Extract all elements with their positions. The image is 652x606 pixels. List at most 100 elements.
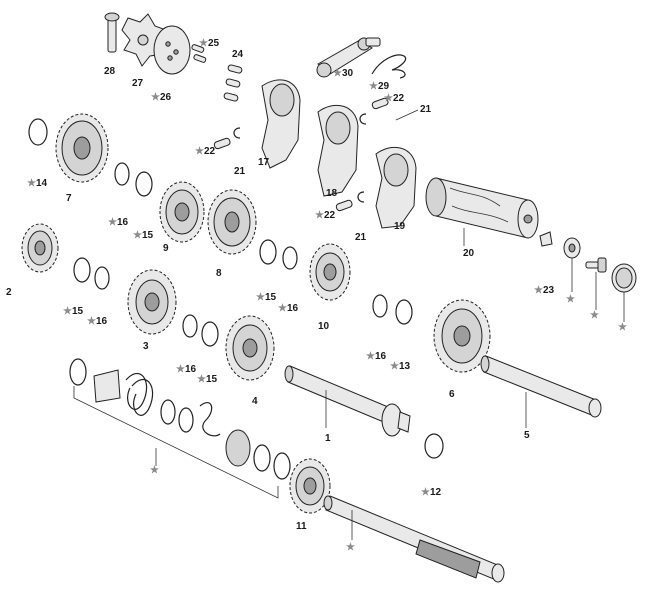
pin-22-c bbox=[335, 199, 353, 212]
label-23: ★23 bbox=[534, 285, 555, 296]
label-22-c: ★22 bbox=[315, 210, 336, 221]
label-14: ★14 bbox=[27, 178, 48, 189]
label-15-d: ★15 bbox=[197, 374, 218, 385]
star-icon: ★ bbox=[87, 316, 96, 327]
label-8: 8 bbox=[216, 268, 222, 279]
label-9: 9 bbox=[163, 243, 169, 254]
gear-7 bbox=[55, 113, 109, 183]
star-icon: ★ bbox=[195, 146, 204, 157]
circlip-16-d bbox=[182, 314, 198, 338]
label-30: ★30 bbox=[333, 68, 354, 79]
label-3: 3 bbox=[143, 341, 149, 352]
label-4: 4 bbox=[252, 396, 258, 407]
star-icon: ★ bbox=[333, 68, 342, 79]
clip-21-a bbox=[233, 127, 241, 139]
star-icon: ★ bbox=[534, 285, 543, 296]
label-15-b: ★15 bbox=[63, 306, 84, 317]
label-16-b: ★16 bbox=[87, 316, 108, 327]
star-icon: ★ bbox=[390, 361, 399, 372]
screw-28 bbox=[104, 12, 120, 53]
mainshaft-1 bbox=[284, 365, 411, 437]
cap-star bbox=[611, 263, 637, 293]
pins-25 bbox=[191, 44, 207, 63]
pins-24 bbox=[223, 64, 243, 102]
washer-23 bbox=[539, 231, 553, 247]
washer-15-b bbox=[73, 257, 91, 283]
bolt-star bbox=[585, 257, 607, 273]
washer-15-c bbox=[259, 239, 277, 265]
gear-11 bbox=[289, 458, 331, 514]
label-12: ★12 bbox=[421, 487, 442, 498]
label-5: 5 bbox=[524, 430, 530, 441]
star-bolt: ★ bbox=[590, 310, 599, 321]
label-25: ★25 bbox=[199, 38, 220, 49]
washer-15-a bbox=[135, 171, 153, 197]
label-16-e: ★16 bbox=[366, 351, 387, 362]
star-washer: ★ bbox=[566, 294, 575, 305]
washer-15-d bbox=[201, 321, 219, 347]
circlip-16-c bbox=[282, 246, 298, 270]
shift-drum-20 bbox=[425, 177, 539, 239]
gear-3 bbox=[127, 269, 177, 335]
shift-fork-17 bbox=[261, 79, 301, 169]
gear-8 bbox=[207, 189, 257, 255]
label-20: 20 bbox=[463, 248, 475, 259]
spring-29 bbox=[371, 54, 407, 79]
label-22-b: ★22 bbox=[384, 93, 405, 104]
label-27: 27 bbox=[132, 78, 144, 89]
star-icon: ★ bbox=[199, 38, 208, 49]
label-2: 2 bbox=[6, 287, 12, 298]
star-icon: ★ bbox=[369, 81, 378, 92]
star-icon: ★ bbox=[176, 364, 185, 375]
shift-fork-18 bbox=[317, 104, 359, 197]
pin-22-b bbox=[371, 97, 389, 110]
circlip-16-b bbox=[94, 266, 110, 290]
star-icon: ★ bbox=[315, 210, 324, 221]
label-13: ★13 bbox=[390, 361, 411, 372]
star-icon: ★ bbox=[421, 487, 430, 498]
label-21-a: 21 bbox=[234, 166, 246, 177]
label-18: 18 bbox=[326, 188, 338, 199]
circlip-16-a bbox=[114, 162, 130, 186]
star-icon: ★ bbox=[197, 374, 206, 385]
disc-26 bbox=[153, 25, 191, 75]
star-icon: ★ bbox=[133, 230, 142, 241]
label-29: ★29 bbox=[369, 81, 390, 92]
label-28: 28 bbox=[104, 66, 116, 77]
label-17: 17 bbox=[258, 157, 270, 168]
label-1: 1 bbox=[325, 433, 331, 444]
label-15-c: ★15 bbox=[256, 292, 277, 303]
star-icon: ★ bbox=[366, 351, 375, 362]
star-icon: ★ bbox=[27, 178, 36, 189]
clip-21-c bbox=[357, 191, 365, 203]
washer-star-a bbox=[563, 237, 581, 259]
kickstart-parts-group bbox=[69, 358, 291, 499]
pin-22-a bbox=[213, 137, 231, 150]
star-kickstart-group: ★ bbox=[150, 465, 159, 476]
countershaft-5 bbox=[480, 355, 602, 418]
label-22-a: ★22 bbox=[195, 146, 216, 157]
star-icon: ★ bbox=[384, 93, 393, 104]
gear-4 bbox=[225, 315, 275, 381]
circlip-16-e bbox=[372, 294, 388, 318]
star-icon: ★ bbox=[63, 306, 72, 317]
label-16-a: ★16 bbox=[108, 217, 129, 228]
label-16-d: ★16 bbox=[176, 364, 197, 375]
label-7: 7 bbox=[66, 193, 72, 204]
washer-13 bbox=[395, 299, 413, 325]
label-21-b: 21 bbox=[420, 104, 432, 115]
selector-lever-30 bbox=[316, 37, 381, 78]
star-kickstart-shaft: ★ bbox=[346, 542, 355, 553]
label-16-c: ★16 bbox=[278, 303, 299, 314]
shift-fork-19 bbox=[375, 146, 417, 229]
washer-14 bbox=[28, 118, 48, 146]
label-26: ★26 bbox=[151, 92, 172, 103]
gear-10 bbox=[309, 243, 351, 301]
label-15-a: ★15 bbox=[133, 230, 154, 241]
label-6: 6 bbox=[449, 389, 455, 400]
label-11: 11 bbox=[296, 521, 307, 532]
label-24: 24 bbox=[232, 49, 244, 60]
gear-2 bbox=[21, 223, 59, 273]
star-cap: ★ bbox=[618, 322, 627, 333]
